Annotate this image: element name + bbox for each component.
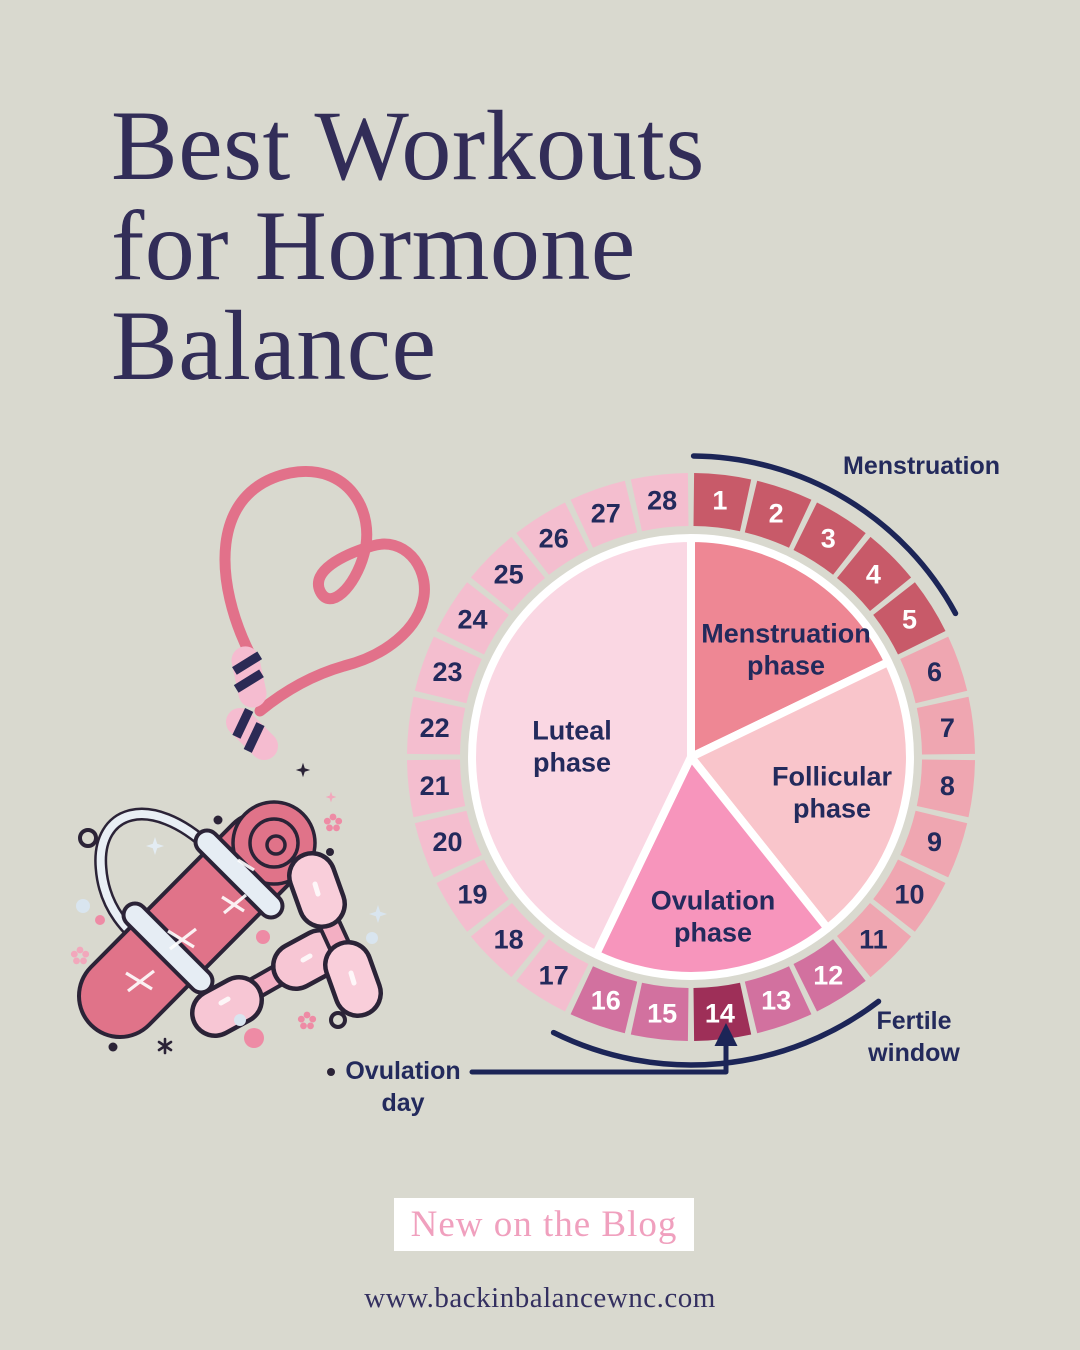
day-number-21: 21 (420, 771, 450, 801)
day-segment-3 (793, 502, 866, 575)
mat-crosshatch (125, 858, 255, 993)
wedge-luteal (468, 534, 695, 959)
day-number-4: 4 (866, 560, 881, 590)
day-number-12: 12 (813, 961, 843, 991)
dumbbells-illustration (190, 851, 383, 1038)
day-segment-5 (873, 582, 946, 655)
day-segment-21 (407, 759, 466, 818)
day-number-16: 16 (591, 986, 621, 1016)
fertile-window-arc (550, 998, 882, 1068)
day-segment-7 (916, 696, 975, 755)
day-segment-10 (873, 859, 946, 932)
day-number-17: 17 (539, 961, 569, 991)
day-number-10: 10 (894, 879, 924, 909)
ovulation-day-arrowhead (714, 1023, 738, 1046)
day-number-3: 3 (821, 524, 836, 554)
jump-rope-cord (219, 466, 430, 717)
day-number-24: 24 (457, 605, 487, 635)
day-number-5: 5 (902, 605, 917, 635)
day-number-27: 27 (591, 499, 621, 529)
day-segment-13 (744, 966, 812, 1034)
badge-label: New on the Blog (410, 1204, 678, 1245)
page-title: Best Workouts for Hormone Balance (111, 96, 705, 396)
wedge-follicular (687, 658, 914, 933)
day-segment-8 (916, 759, 975, 818)
jump-rope-illustration (219, 466, 430, 761)
day-segment-25 (470, 536, 545, 611)
day-number-13: 13 (761, 986, 791, 1016)
day-number-1: 1 (712, 486, 727, 516)
day-number-22: 22 (420, 713, 450, 743)
day-segment-11 (837, 903, 912, 978)
day-number-18: 18 (494, 924, 524, 954)
sparkles-decoration (70, 762, 387, 1076)
day-segment-17 (516, 939, 589, 1012)
day-segment-18 (470, 903, 545, 978)
yoga-mat-illustration (77, 800, 317, 1039)
day-number-6: 6 (927, 657, 942, 687)
day-segment-22 (407, 696, 466, 755)
day-number-8: 8 (940, 771, 955, 801)
day-segment-15 (630, 982, 689, 1041)
wedge-ovulation (592, 753, 832, 980)
day-segment-16 (570, 966, 638, 1034)
day-number-9: 9 (927, 827, 942, 857)
day-number-14: 14 (705, 998, 735, 1028)
day-number-20: 20 (432, 827, 462, 857)
day-segment-9 (900, 810, 968, 878)
day-segment-19 (436, 859, 509, 932)
day-number-11: 11 (859, 924, 888, 954)
wedge-menstruation (687, 534, 893, 761)
day-segment-12 (793, 939, 866, 1012)
new-on-blog-badge: New on the Blog (394, 1198, 694, 1251)
title-line: for Hormone (111, 190, 636, 301)
phase-label-follicular: Follicular phase (771, 761, 893, 824)
annotation-ovulation-day: Ovulation day (345, 1057, 461, 1117)
day-number-25: 25 (494, 560, 524, 590)
day-segment-28 (630, 473, 689, 532)
day-segment-14 (693, 982, 752, 1041)
day-number-2: 2 (769, 499, 784, 529)
day-number-7: 7 (940, 713, 955, 743)
day-segment-26 (516, 502, 589, 575)
day-number-23: 23 (432, 657, 462, 687)
title-line: Balance (111, 290, 437, 401)
day-segment-27 (570, 480, 638, 548)
day-number-28: 28 (647, 486, 677, 516)
ovulation-day-arrow (469, 1037, 729, 1075)
day-segment-24 (436, 582, 509, 655)
jump-rope-handle (225, 707, 279, 761)
day-segment-6 (900, 636, 968, 704)
day-segment-20 (414, 810, 482, 878)
menstruation-arc (690, 453, 959, 617)
website-url: www.backinbalancewnc.com (364, 1282, 716, 1314)
day-number-15: 15 (647, 998, 677, 1028)
day-number-19: 19 (457, 879, 487, 909)
day-segment-1 (693, 473, 752, 532)
day-segment-2 (744, 480, 812, 548)
day-segment-4 (837, 536, 912, 611)
phase-label-luteal: Luteal phase (532, 715, 612, 778)
day-number-26: 26 (539, 524, 569, 554)
jump-rope-handle (231, 646, 267, 708)
phase-label-menstruation: Menstruation phase (701, 618, 871, 681)
day-segment-23 (414, 636, 482, 704)
annotation-menstruation: Menstruation (843, 452, 1000, 480)
title-line: Best Workouts (111, 90, 705, 201)
annotation-fertile-window: Fertile window (868, 1007, 960, 1067)
phase-label-ovulation: Ovulation phase (650, 885, 776, 948)
